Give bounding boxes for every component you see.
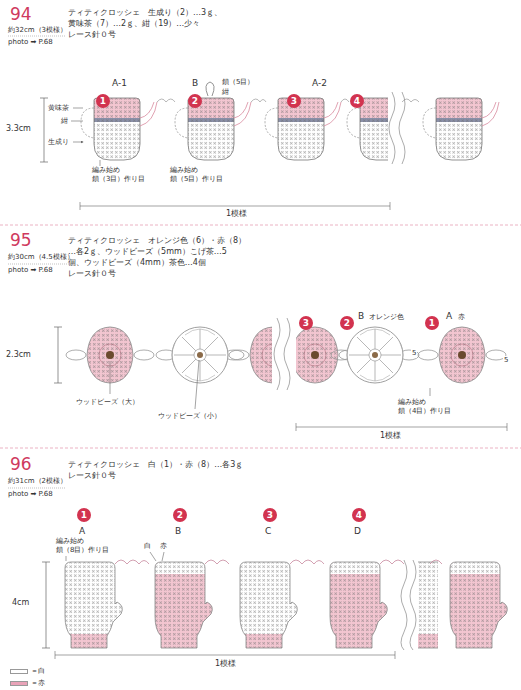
materials: レース針０号 [68,30,116,40]
callout-text: 4 [356,511,362,520]
color-note: 白 [144,542,151,551]
photo-ref: photo ➡ P.68 [8,266,53,275]
materials: レース針０号 [68,269,116,279]
callout-text: 4 [354,97,360,106]
legend-row: ＝白 [10,666,45,676]
chain-note: 鎖（5目） [222,78,254,87]
color-note: 黄味茶 [48,104,69,113]
dimension: 2.3cm [6,350,31,360]
motif-letter: D [354,526,361,537]
materials: ティティクロッシェ オレンジ色（6）・赤（8） [68,236,246,246]
start-note: 編み始め 鎖（5目）作り目 [170,166,244,184]
color-note: 赤 [160,542,167,551]
materials: 個、ウッドビーズ（4mm）茶色…4個 [68,258,206,268]
pattern-number: 94 [10,4,32,25]
callout-number: 1 [425,316,439,330]
legend-row: ＝赤 [10,678,45,688]
color-note: オレンジ色 [369,313,404,322]
materials: レース針０号 [68,471,116,481]
repeat-note: 1模様 [380,431,401,441]
callout-number: 2 [340,316,354,330]
materials: ティティクロッシェ 白（1）・赤（8）…各3ｇ [68,460,243,470]
start-note: 編み始め 鎖（4目）作り目 [398,398,472,416]
dimension: 3.3cm [6,124,31,134]
pattern-number: 95 [10,230,32,251]
photo-ref: photo ➡ P.68 [8,38,53,47]
callout-number: 2 [173,508,187,522]
materials: 黄味茶（7）…2ｇ、紺（19）…少々 [68,19,200,29]
callout-number: 3 [263,508,277,522]
dimension: 4cm [12,598,29,608]
repeat-note: 1模様 [226,209,247,219]
color-note: 赤 [458,313,465,322]
callout-text: 2 [177,511,183,520]
repeat-note: 1模様 [215,659,236,669]
materials: ティティクロッシェ 生成り（2）…3ｇ、 [68,8,222,18]
color-note: 紺 [222,88,229,97]
callout-text: 2 [344,319,350,328]
materials: …各2ｇ、ウッドビーズ（5mm）こげ茶…5 [68,247,227,257]
motif-letter: A [79,526,85,537]
callout-number: 1 [77,508,91,522]
motif-letter: B [192,78,198,89]
legend-swatch [10,681,28,686]
callout-text: 1 [429,319,435,328]
legend-text: ＝赤 [31,678,45,688]
callout-number: 3 [287,94,301,108]
motif-letter: B [358,311,364,322]
legend-text: ＝白 [31,666,45,676]
callout-text: 3 [291,97,297,106]
start-note: 編み始め 鎖（8目）作り目 [56,537,130,555]
stitch-count: 5 [411,349,417,358]
size-note: 約32cm（3模様） [8,26,67,35]
bead-note: ウッドビーズ（小） [158,412,221,421]
callout-text: 1 [81,511,87,520]
callout-text: 3 [303,319,309,328]
motif-letter: B [175,526,181,537]
color-note: 生成り [48,138,69,147]
motif-letter: C [265,526,271,537]
motif-letter: A-2 [312,78,327,89]
callout-number: 3 [299,316,313,330]
pattern-number: 96 [10,454,32,475]
callout-number: 4 [350,94,364,108]
stitch-count: 5 [503,356,509,365]
callout-number: 2 [188,94,202,108]
size-note: 約30cm（4.5模様） [8,253,74,262]
callout-number: 4 [352,508,366,522]
legend-swatch [10,669,28,674]
motif-letter: A [446,311,452,322]
size-note: 約31cm（2模様） [8,477,67,486]
callout-text: 1 [100,97,106,106]
callout-text: 2 [192,97,198,106]
callout-text: 3 [267,511,273,520]
bead-note: ウッドビーズ（大） [76,398,139,407]
color-note: 紺 [61,117,68,126]
callout-number: 1 [96,94,110,108]
photo-ref: photo ➡ P.68 [8,490,53,499]
motif-letter: A-1 [112,78,127,89]
start-note: 編み始め 鎖（3目）作り目 [92,166,166,184]
